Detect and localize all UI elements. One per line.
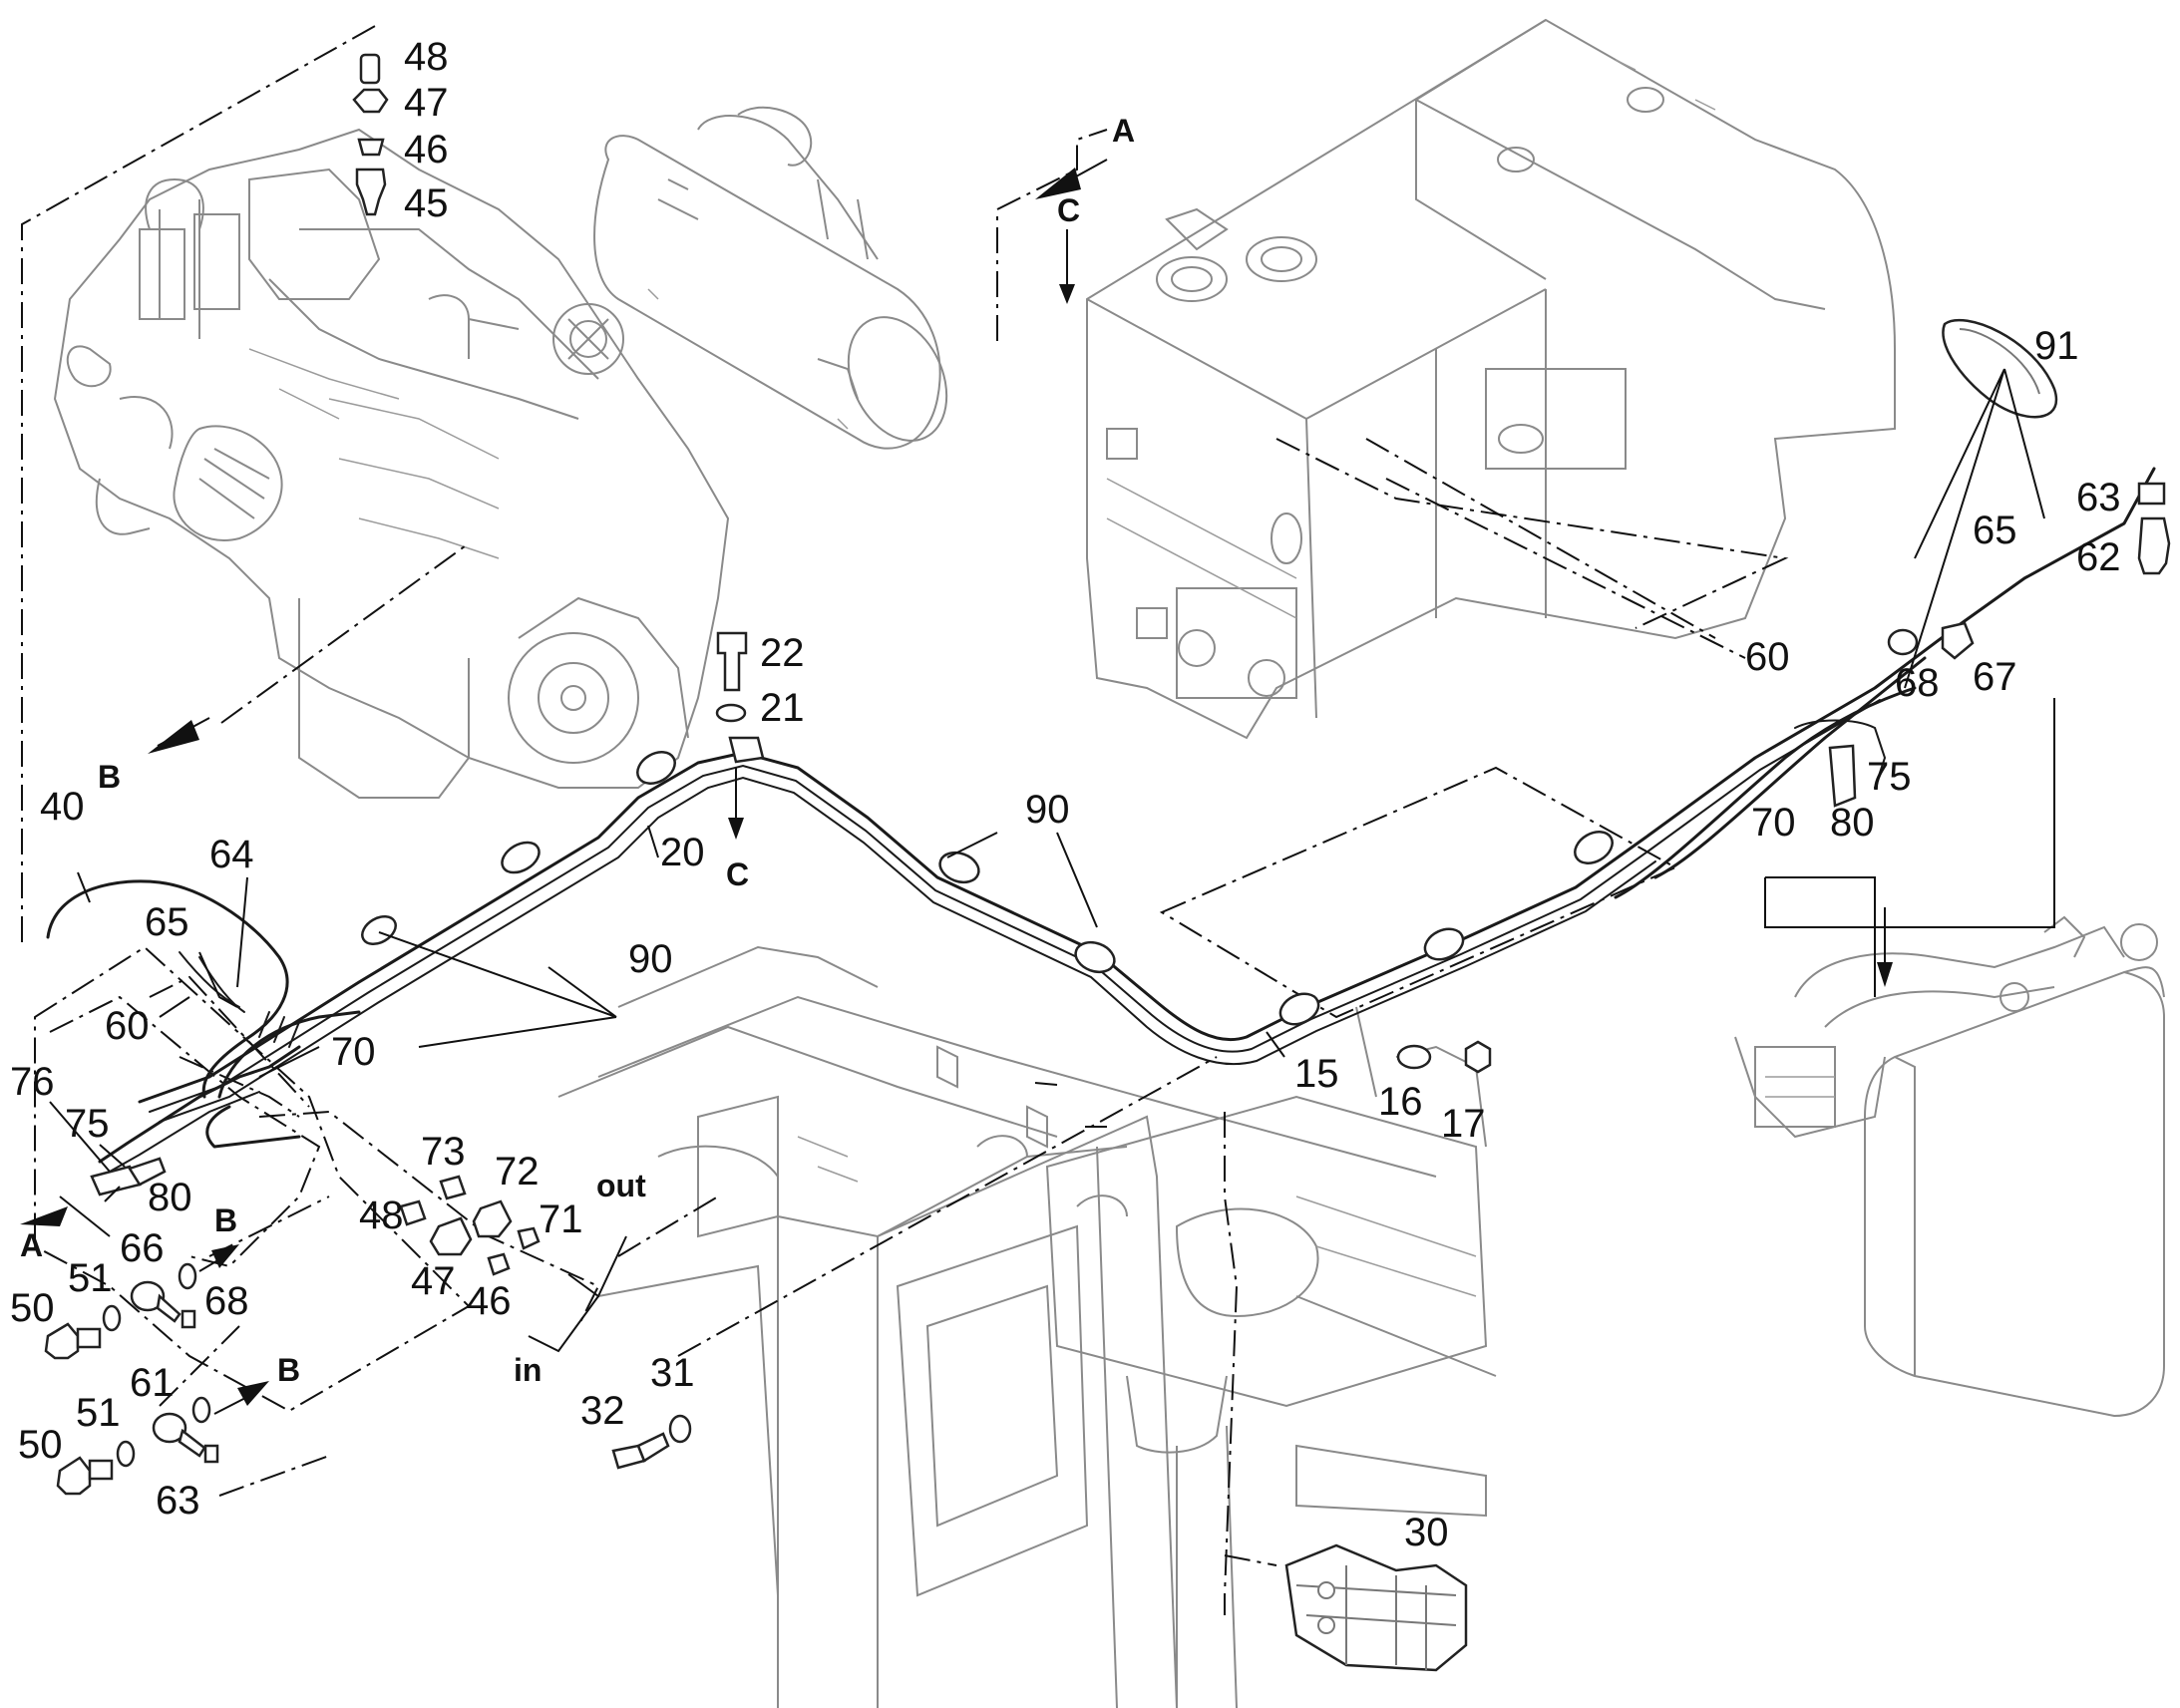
label-62: 62 xyxy=(2076,535,2121,579)
label-51-upper: 51 xyxy=(68,1256,113,1300)
engine-illustration xyxy=(53,128,730,799)
label-63-left: 63 xyxy=(156,1479,200,1523)
ref-B-engine: B xyxy=(98,759,121,795)
label-47-top: 47 xyxy=(404,81,449,125)
label-50-lower: 50 xyxy=(18,1423,63,1467)
label-68-right: 68 xyxy=(1895,661,1940,705)
ref-C-mid: C xyxy=(726,856,749,892)
label-91: 91 xyxy=(2034,324,2079,368)
part-labels: 48 47 46 45 22 21 20 90 90 15 16 17 91 6… xyxy=(10,35,2121,1554)
ref-A-top: A xyxy=(1112,113,1135,149)
label-in: in xyxy=(514,1352,542,1388)
label-71: 71 xyxy=(539,1197,583,1241)
label-65-left: 65 xyxy=(145,900,189,944)
label-90-right: 90 xyxy=(1025,788,1070,832)
label-15: 15 xyxy=(1294,1052,1339,1096)
label-66: 66 xyxy=(120,1226,165,1270)
label-30: 30 xyxy=(1404,1511,1449,1554)
label-45: 45 xyxy=(404,181,449,225)
label-60-left: 60 xyxy=(105,1004,150,1048)
reference-letters: A C B C A B B xyxy=(20,113,1135,1388)
label-22: 22 xyxy=(760,631,805,675)
label-40: 40 xyxy=(40,785,85,829)
label-73: 73 xyxy=(421,1130,466,1174)
ref-B-low: B xyxy=(277,1352,300,1388)
label-65-right: 65 xyxy=(1973,509,2017,552)
label-75-left: 75 xyxy=(65,1102,110,1146)
leader-lines xyxy=(49,368,2055,1353)
label-68-left: 68 xyxy=(204,1279,249,1323)
label-75-right: 75 xyxy=(1867,755,1912,799)
label-90-left: 90 xyxy=(628,937,673,981)
label-16: 16 xyxy=(1378,1080,1423,1124)
label-70-right: 70 xyxy=(1751,801,1796,845)
label-48-top: 48 xyxy=(404,35,449,79)
label-48-mid: 48 xyxy=(359,1194,404,1237)
muffler-illustration xyxy=(593,106,948,450)
label-17: 17 xyxy=(1441,1102,1486,1146)
label-32: 32 xyxy=(580,1389,625,1433)
ref-arrows xyxy=(20,159,1893,1415)
label-out: out xyxy=(596,1168,646,1203)
ref-A-left: A xyxy=(20,1227,43,1263)
label-51-lower: 51 xyxy=(76,1391,121,1435)
label-64: 64 xyxy=(209,833,254,876)
label-80-left: 80 xyxy=(148,1176,192,1219)
label-60-right: 60 xyxy=(1745,635,1790,679)
label-61: 61 xyxy=(130,1361,175,1405)
label-67: 67 xyxy=(1973,655,2017,699)
label-46-mid: 46 xyxy=(467,1279,512,1323)
label-20: 20 xyxy=(660,831,705,874)
label-63-right: 63 xyxy=(2076,476,2121,519)
label-31: 31 xyxy=(650,1351,695,1395)
label-50-upper: 50 xyxy=(10,1286,55,1330)
label-72: 72 xyxy=(495,1150,540,1194)
frame-illustration xyxy=(557,945,1497,1708)
tank-illustration xyxy=(1734,915,2165,1418)
tubing-assembly xyxy=(46,323,2156,1173)
label-76: 76 xyxy=(10,1060,55,1104)
clamps xyxy=(361,736,1614,1026)
cab-illustration xyxy=(1086,18,1896,740)
ref-B-mid: B xyxy=(214,1202,237,1238)
fastener-parts xyxy=(44,53,2171,1672)
label-47-mid: 47 xyxy=(411,1259,456,1303)
ref-C-top: C xyxy=(1057,192,1080,228)
label-80-right: 80 xyxy=(1830,801,1875,845)
label-46-top: 46 xyxy=(404,128,449,171)
label-70-left: 70 xyxy=(331,1030,376,1074)
label-21: 21 xyxy=(760,686,805,730)
